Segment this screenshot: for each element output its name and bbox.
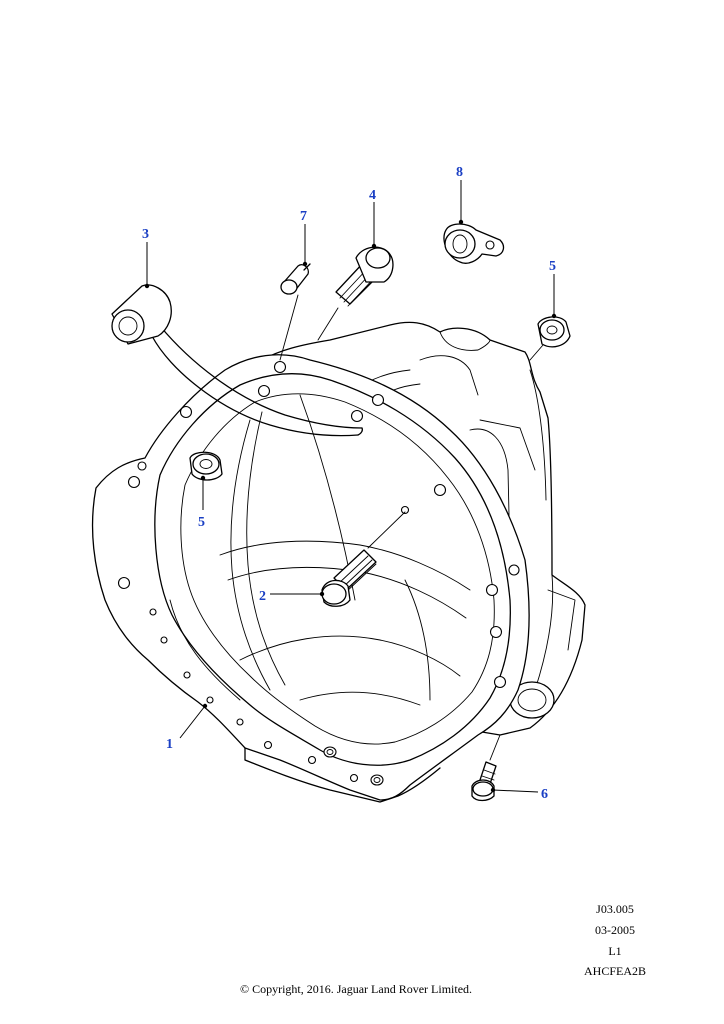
part-8-clip	[443, 223, 505, 264]
diagram-level: L1	[608, 944, 622, 958]
copyright-notice: © Copyright, 2016. Jaguar Land Rover Lim…	[239, 982, 473, 996]
callout-5-upper: 5	[549, 259, 556, 274]
callout-4: 4	[369, 188, 376, 203]
part-2-bolt	[321, 549, 377, 607]
part-7-pin	[280, 263, 311, 295]
callout-2: 2	[259, 589, 266, 604]
diagram-ref: J03.005	[596, 902, 634, 916]
callout-3: 3	[142, 227, 149, 242]
transmission-housing	[91, 321, 586, 803]
callout-8: 8	[456, 165, 463, 180]
callout-7: 7	[300, 209, 307, 224]
part-3-sleeve	[111, 284, 172, 345]
callout-6: 6	[541, 787, 548, 802]
wiring-harness	[151, 325, 364, 437]
callout-1: 1	[166, 737, 173, 752]
assembly-guides	[279, 294, 544, 761]
callout-5-lower: 5	[198, 515, 205, 530]
part-4-bolt	[335, 246, 394, 307]
part-6-bolt	[471, 761, 497, 802]
part-5-nut-upper	[537, 316, 571, 348]
callout-leaders	[144, 180, 557, 793]
diagram-code: AHCFEA2B	[583, 964, 646, 978]
diagram-date: 03-2005	[595, 923, 635, 937]
part-5-nut-lower	[189, 451, 223, 481]
